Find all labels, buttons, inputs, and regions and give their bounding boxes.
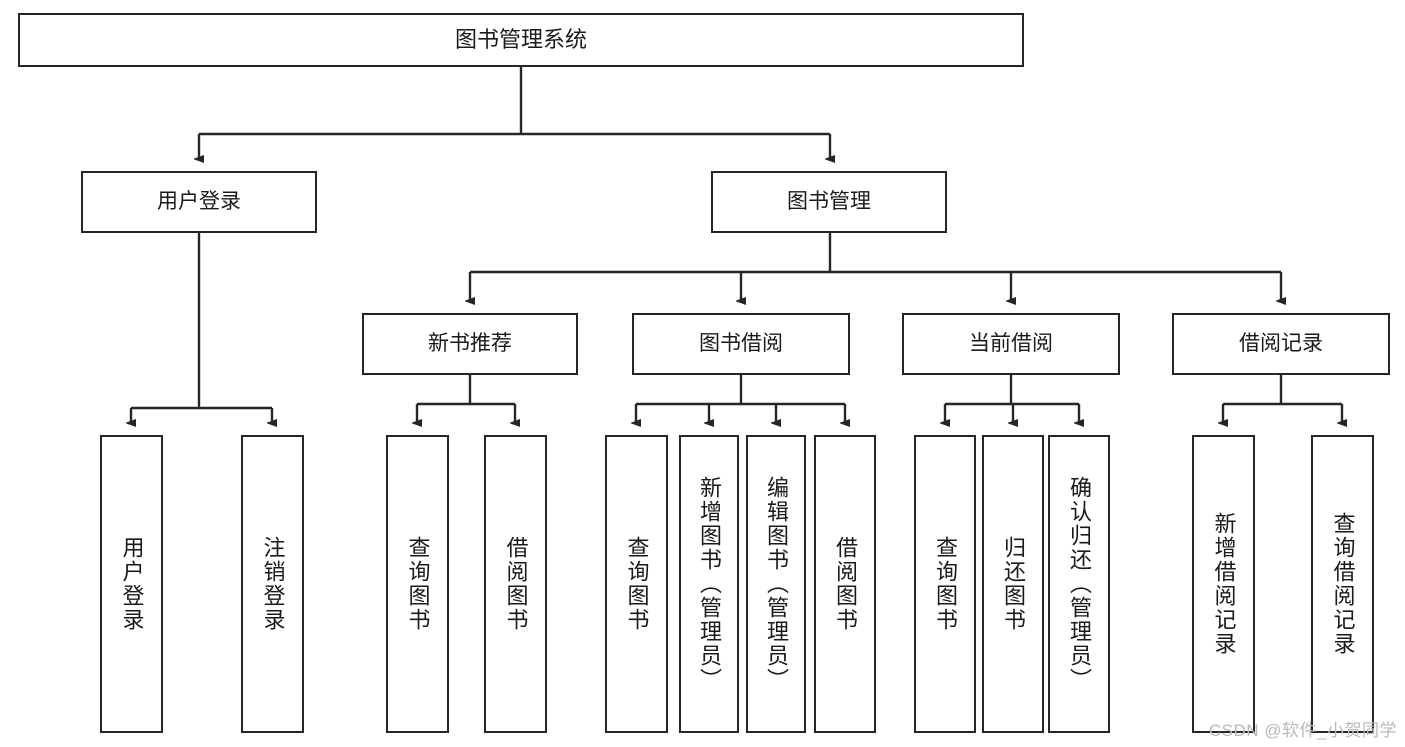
node-user-login[interactable]: 用户登录 (81, 171, 317, 233)
node-book-management[interactable]: 图书管理 (711, 171, 947, 233)
node-label: 查询借阅记录 (1330, 512, 1356, 656)
node-label: 图书管理 (787, 190, 871, 214)
leaf-new-book-query[interactable]: 查询图书 (386, 435, 449, 733)
node-label: 确认归还（管理员） (1067, 476, 1092, 692)
node-label: 查询图书 (933, 536, 958, 632)
leaf-borrow-add-book-admin[interactable]: 新增图书（管理员） (679, 435, 739, 733)
node-label: 新增图书（管理员） (697, 476, 722, 692)
node-label: 注销登录 (260, 536, 286, 632)
node-book-borrow[interactable]: 图书借阅 (632, 313, 850, 375)
node-label: 当前借阅 (969, 332, 1053, 356)
node-label: 归还图书 (1001, 536, 1026, 632)
leaf-user-login-login[interactable]: 用户登录 (100, 435, 163, 733)
node-label: 借阅图书 (503, 536, 529, 632)
leaf-borrow-query-book[interactable]: 查询图书 (605, 435, 668, 733)
leaf-borrow-borrow-book[interactable]: 借阅图书 (814, 435, 876, 733)
leaf-current-query-book[interactable]: 查询图书 (914, 435, 976, 733)
node-new-book-recommend[interactable]: 新书推荐 (362, 313, 578, 375)
node-label: 图书借阅 (699, 332, 783, 356)
node-label: 新书推荐 (428, 332, 512, 356)
leaf-current-confirm-return-admin[interactable]: 确认归还（管理员） (1048, 435, 1110, 733)
node-current-borrow[interactable]: 当前借阅 (902, 313, 1120, 375)
watermark-text: CSDN @软件_小贺同学 (1208, 721, 1397, 740)
node-label: 查询图书 (624, 536, 650, 632)
node-label: 用户登录 (119, 536, 145, 632)
node-label: 查询图书 (405, 536, 431, 632)
leaf-new-book-borrow[interactable]: 借阅图书 (484, 435, 547, 733)
leaf-record-add-borrow-record[interactable]: 新增借阅记录 (1192, 435, 1255, 733)
node-label: 新增借阅记录 (1211, 512, 1237, 656)
node-borrow-records[interactable]: 借阅记录 (1172, 313, 1390, 375)
leaf-current-return-book[interactable]: 归还图书 (982, 435, 1044, 733)
node-label: 编辑图书（管理员） (764, 476, 789, 692)
node-label: 用户登录 (157, 190, 241, 214)
leaf-record-query-borrow-record[interactable]: 查询借阅记录 (1311, 435, 1374, 733)
node-label: 借阅图书 (833, 536, 858, 632)
node-label: 借阅记录 (1239, 332, 1323, 356)
node-label: 图书管理系统 (454, 26, 587, 52)
leaf-borrow-edit-book-admin[interactable]: 编辑图书（管理员） (746, 435, 806, 733)
node-root-system[interactable]: 图书管理系统 (18, 13, 1024, 67)
leaf-user-login-logout[interactable]: 注销登录 (241, 435, 304, 733)
